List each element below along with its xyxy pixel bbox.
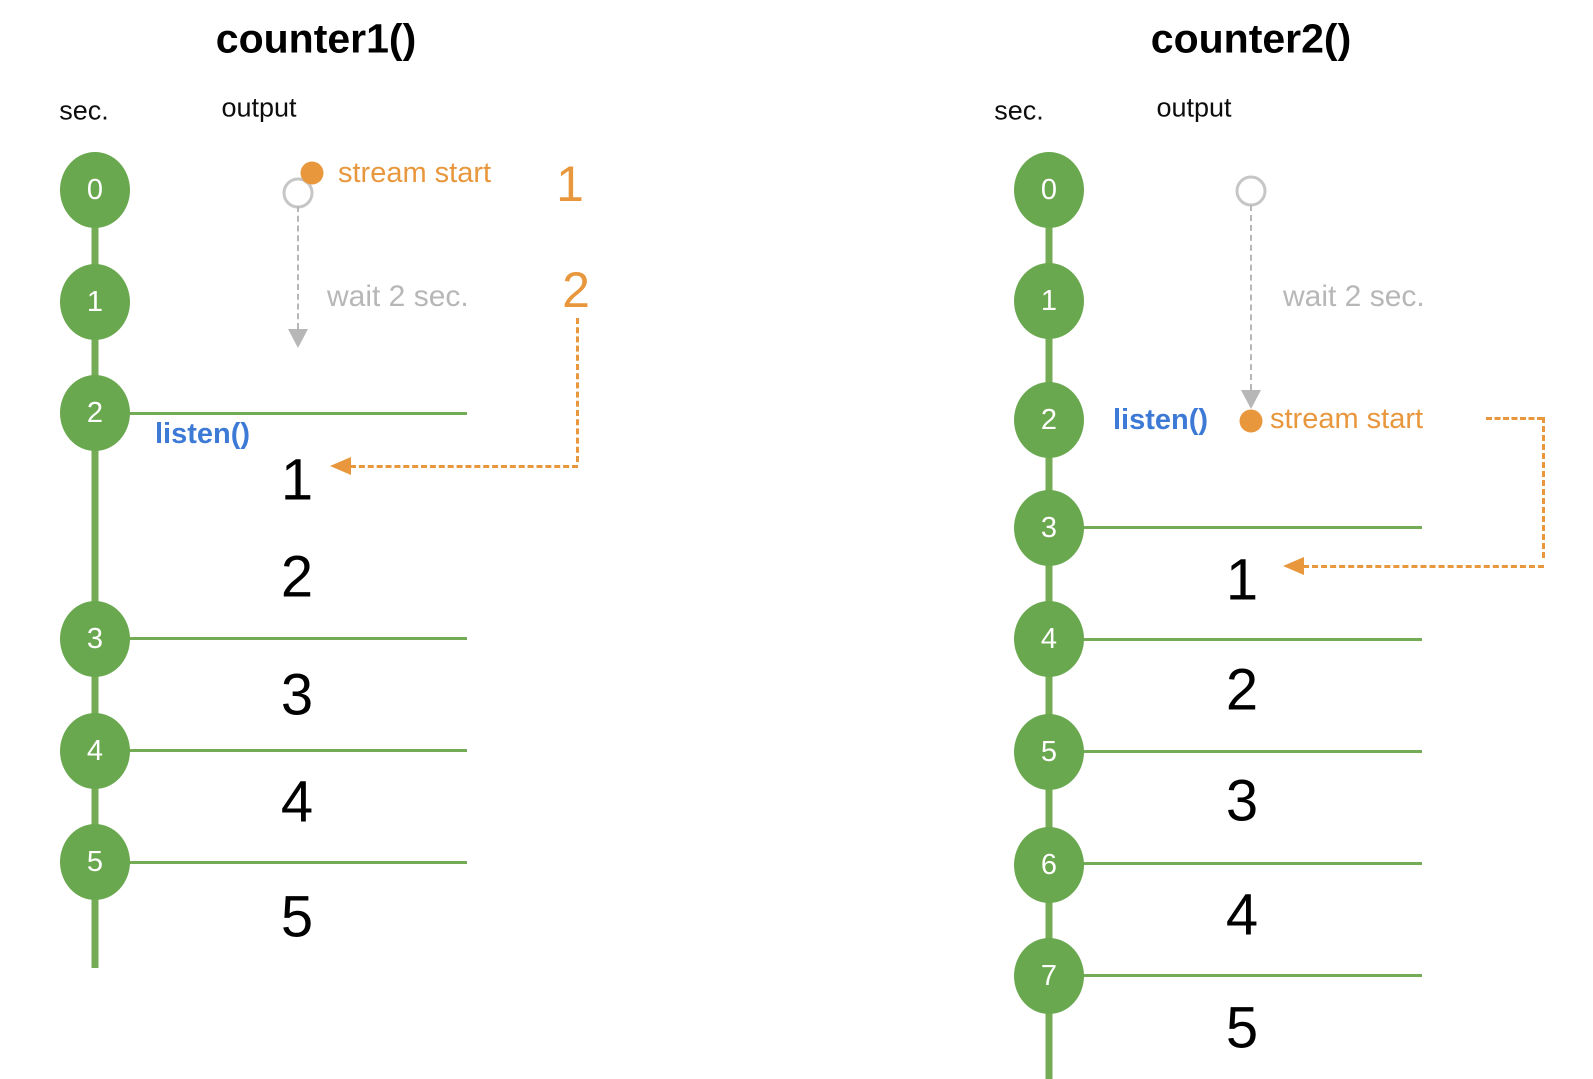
- counter2-stream-start-label: stream start: [1270, 403, 1424, 435]
- counter1-sec-marker-0: 0: [60, 152, 130, 228]
- counter1-stream-start-label: stream start: [338, 157, 492, 189]
- counter2-sec-header: sec.: [994, 95, 1044, 126]
- counter1-delivery-dashed-horizontal: [350, 464, 578, 468]
- counter2-sec-marker-1: 1: [1014, 263, 1084, 339]
- counter2-sec-marker-3: 3: [1014, 490, 1084, 566]
- counter1-wait-label: wait 2 sec.: [327, 280, 469, 313]
- counter2-sec-marker-7: 7: [1014, 938, 1084, 1014]
- counter1-delivery-dashed-vertical: [575, 318, 579, 462]
- counter1-output-2: 2: [280, 544, 314, 610]
- counter1-output-5: 5: [280, 884, 314, 950]
- counter2-sec-marker-0: 0: [1014, 152, 1084, 228]
- delivery-arrow-left-icon: [1283, 557, 1304, 575]
- counter2-emit-line-sec5: [1082, 749, 1422, 753]
- counter2-sec-marker-5: 5: [1014, 714, 1084, 790]
- counter2-output-1: 1: [1225, 547, 1259, 613]
- wait-arrow-down-icon: [288, 329, 308, 348]
- counter2-emit-line-sec3: [1082, 525, 1422, 529]
- counter2-sec-marker-2: 2: [1014, 382, 1084, 458]
- counter1-buffered-value-1: 1: [556, 156, 584, 212]
- counter2-title: counter2(): [1150, 15, 1352, 62]
- counter2-delivery-dashed-vertical: [1541, 417, 1545, 558]
- counter2-sec-marker-4: 4: [1014, 601, 1084, 677]
- counter1-listen-label: listen(): [155, 418, 251, 450]
- delivery-arrow-left-icon: [330, 457, 351, 475]
- counter2-output-5: 5: [1225, 995, 1259, 1061]
- counter1-output-1: 1: [280, 447, 314, 513]
- counter1-sec-marker-5: 5: [60, 824, 130, 900]
- counter2-emit-line-sec4: [1082, 637, 1422, 641]
- counter2-output-3: 3: [1225, 768, 1259, 834]
- counter1-output-3: 3: [280, 662, 314, 728]
- counter2-output-4: 4: [1225, 882, 1259, 948]
- counter1-timeline-line: [91, 190, 99, 968]
- counter2-sec-marker-6: 6: [1014, 827, 1084, 903]
- counter2-listen-label: listen(): [1113, 404, 1209, 436]
- stream-start-dot-icon: [300, 161, 324, 185]
- counter1-title: counter1(): [215, 15, 417, 62]
- counter1-output-4: 4: [280, 769, 314, 835]
- counter2-delivery-dashed-top: [1486, 417, 1543, 420]
- counter1-emit-line-sec5: [128, 860, 467, 864]
- counter1-sec-marker-2: 2: [60, 375, 130, 451]
- counter1-emit-line-sec4: [128, 748, 467, 752]
- wait-arrow-down-icon: [1241, 390, 1261, 409]
- stream-start-dot-icon: [1239, 409, 1263, 433]
- counter2-wait-label: wait 2 sec.: [1283, 280, 1425, 313]
- counter1-emit-line-sec2: [128, 411, 467, 415]
- counter2-delivery-dashed-horizontal: [1303, 564, 1544, 568]
- counter2-wait-dashed-line: [1250, 205, 1252, 390]
- counter2-output-2: 2: [1225, 657, 1259, 723]
- counter1-sec-marker-4: 4: [60, 713, 130, 789]
- counter2-emit-line-sec6: [1082, 861, 1422, 865]
- counter1-output-header: output: [221, 92, 297, 123]
- counter1-sec-marker-1: 1: [60, 264, 130, 340]
- counter1-buffered-value-2: 2: [562, 262, 590, 318]
- counter1-sec-marker-3: 3: [60, 601, 130, 677]
- counter2-emit-line-sec7: [1082, 973, 1422, 977]
- counter1-emit-line-sec3: [128, 636, 467, 640]
- stream-pending-dot-icon: [1235, 175, 1267, 207]
- counter2-output-header: output: [1156, 92, 1232, 123]
- counter1-sec-header: sec.: [59, 95, 109, 126]
- counter1-wait-dashed-line: [297, 206, 299, 329]
